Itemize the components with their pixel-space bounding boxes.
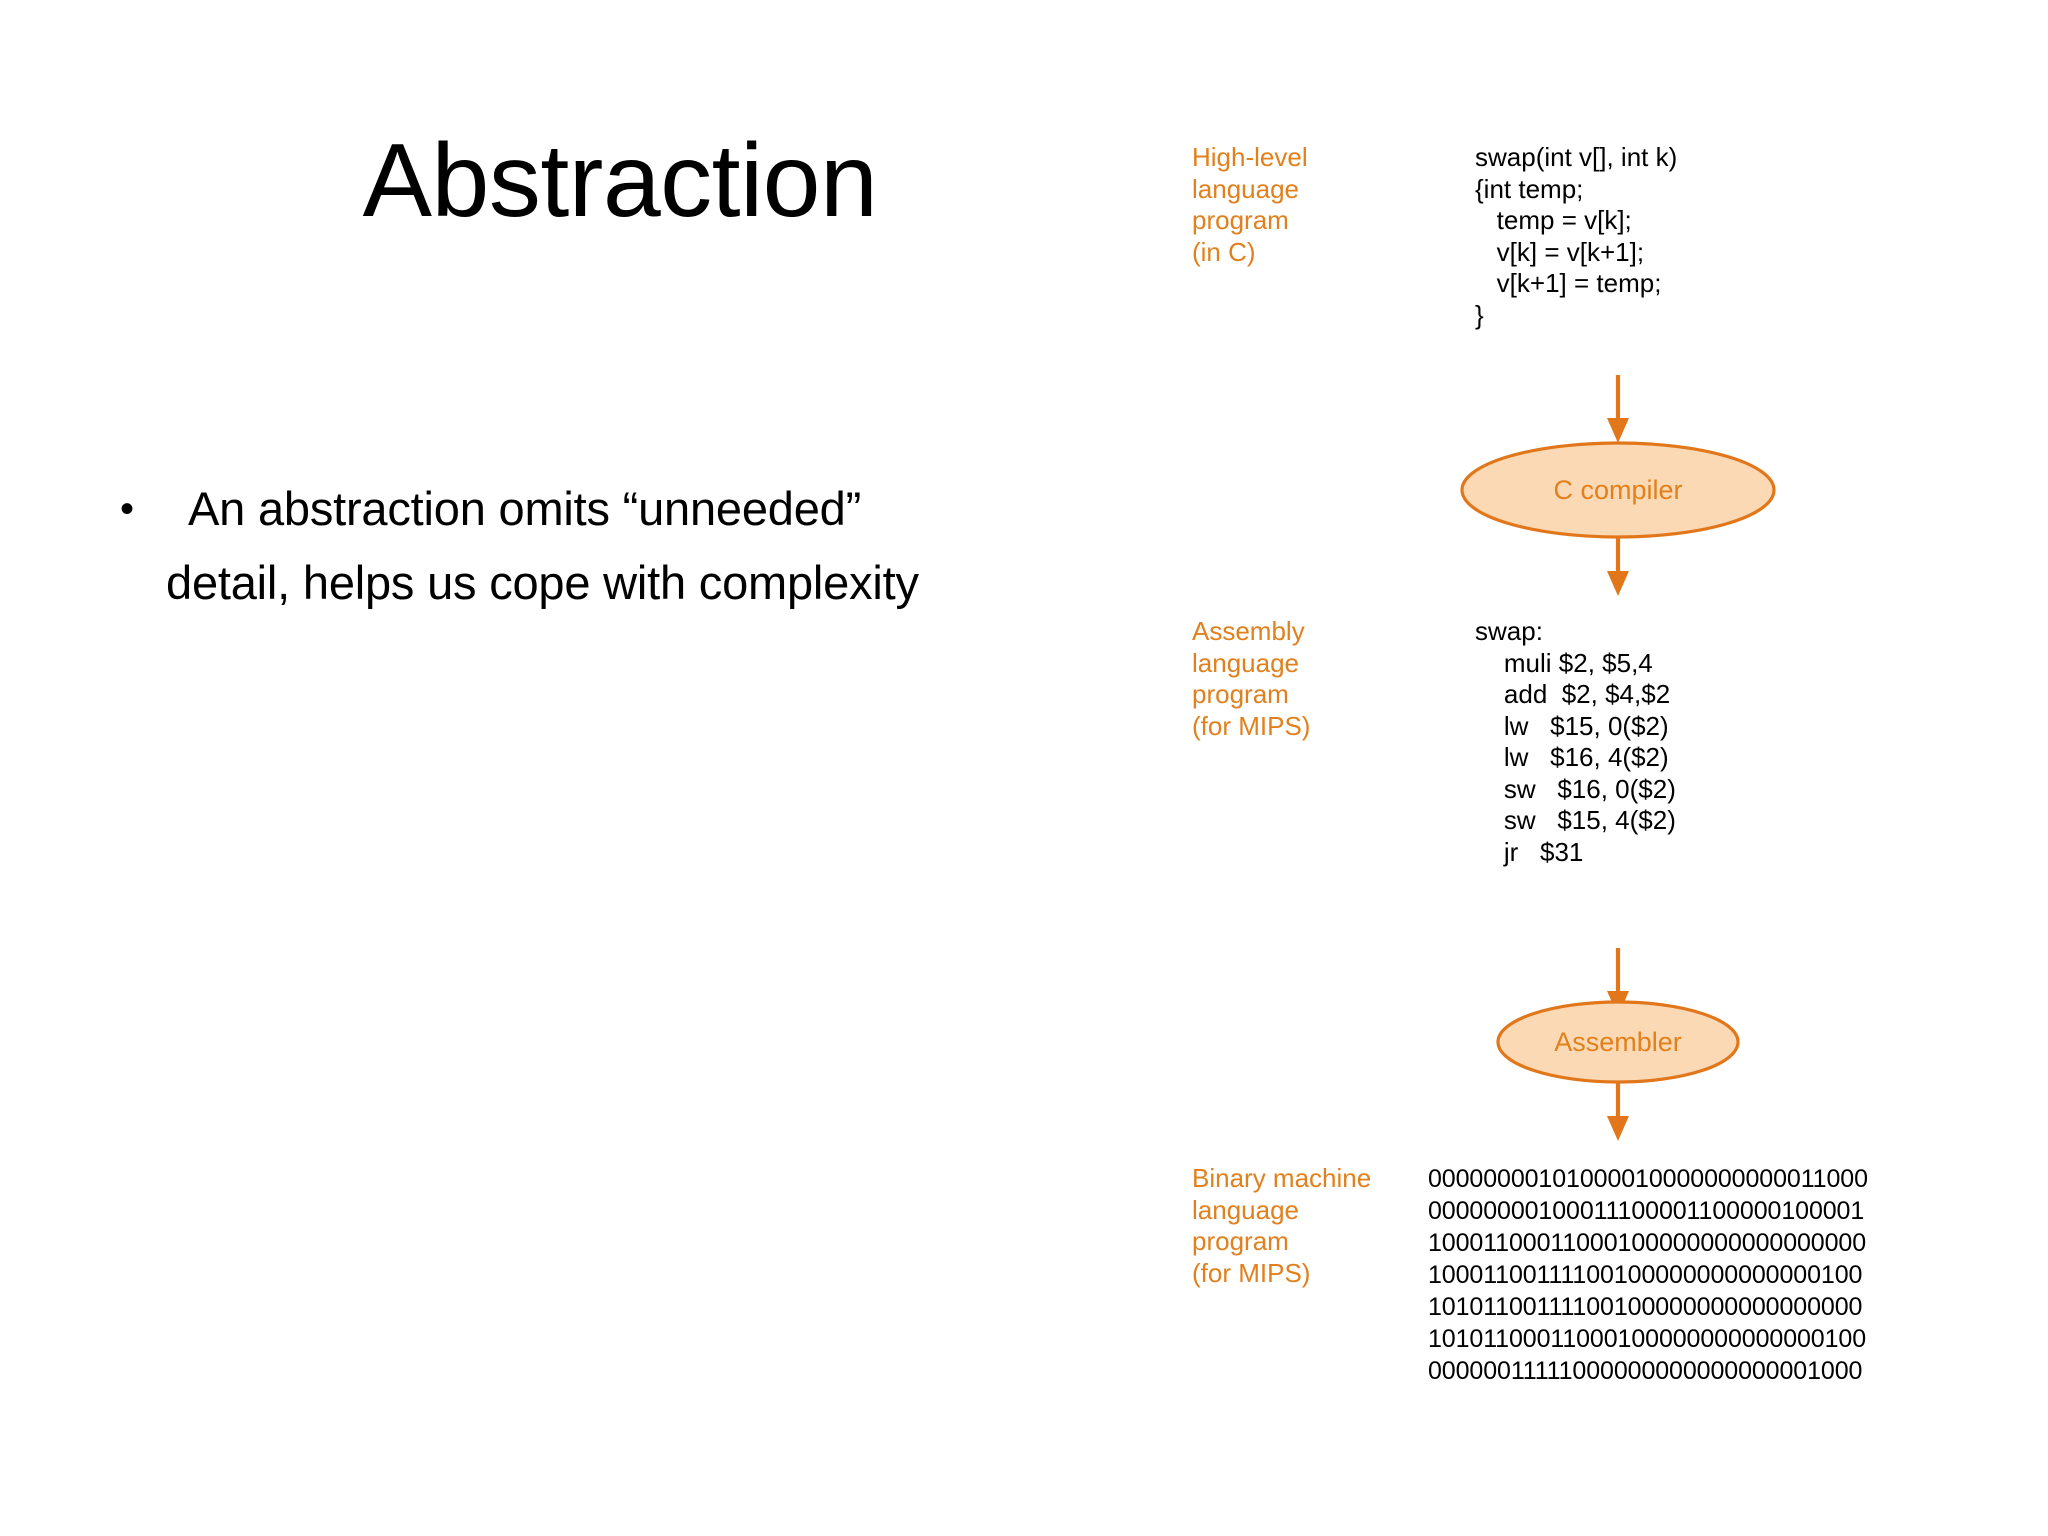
code-block-c: swap(int v[], int k) {int temp; temp = v… <box>1475 142 1678 330</box>
stage-label-binary: Binary machine language program (for MIP… <box>1192 1163 1372 1288</box>
bullet-list-item: • An abstraction omits “unneeded” detail… <box>118 472 1058 620</box>
stage-label-high-level: High-level language program (in C) <box>1192 142 1308 267</box>
stage-label-assembly: Assembly language program (for MIPS) <box>1192 616 1311 741</box>
arrow-head-to-assembly <box>1607 571 1629 596</box>
arrow-head-to-c-compiler <box>1607 418 1629 443</box>
c-compiler-label: C compiler <box>1553 475 1682 505</box>
arrow-head-to-binary <box>1607 1116 1629 1141</box>
translation-flow-diagram: C compiler Assembler High-level language… <box>1150 0 2048 1536</box>
bullet-text-line-1: An abstraction omits “unneeded” <box>188 482 862 535</box>
code-block-binary: 00000000101000010000000000011000 0000000… <box>1428 1165 1868 1385</box>
bullet-marker-icon: • <box>120 487 135 531</box>
assembler-label: Assembler <box>1554 1027 1682 1057</box>
page-title: Abstraction <box>362 123 878 239</box>
bullet-text: An abstraction omits “unneeded” detail, … <box>166 472 1058 620</box>
bullet-text-line-2: detail, helps us cope with complexity <box>166 556 919 609</box>
flow-connectors: C compiler Assembler <box>1460 375 1776 1141</box>
code-block-assembly: swap: muli $2, $5,4 add $2, $4,$2 lw $15… <box>1475 616 1676 867</box>
